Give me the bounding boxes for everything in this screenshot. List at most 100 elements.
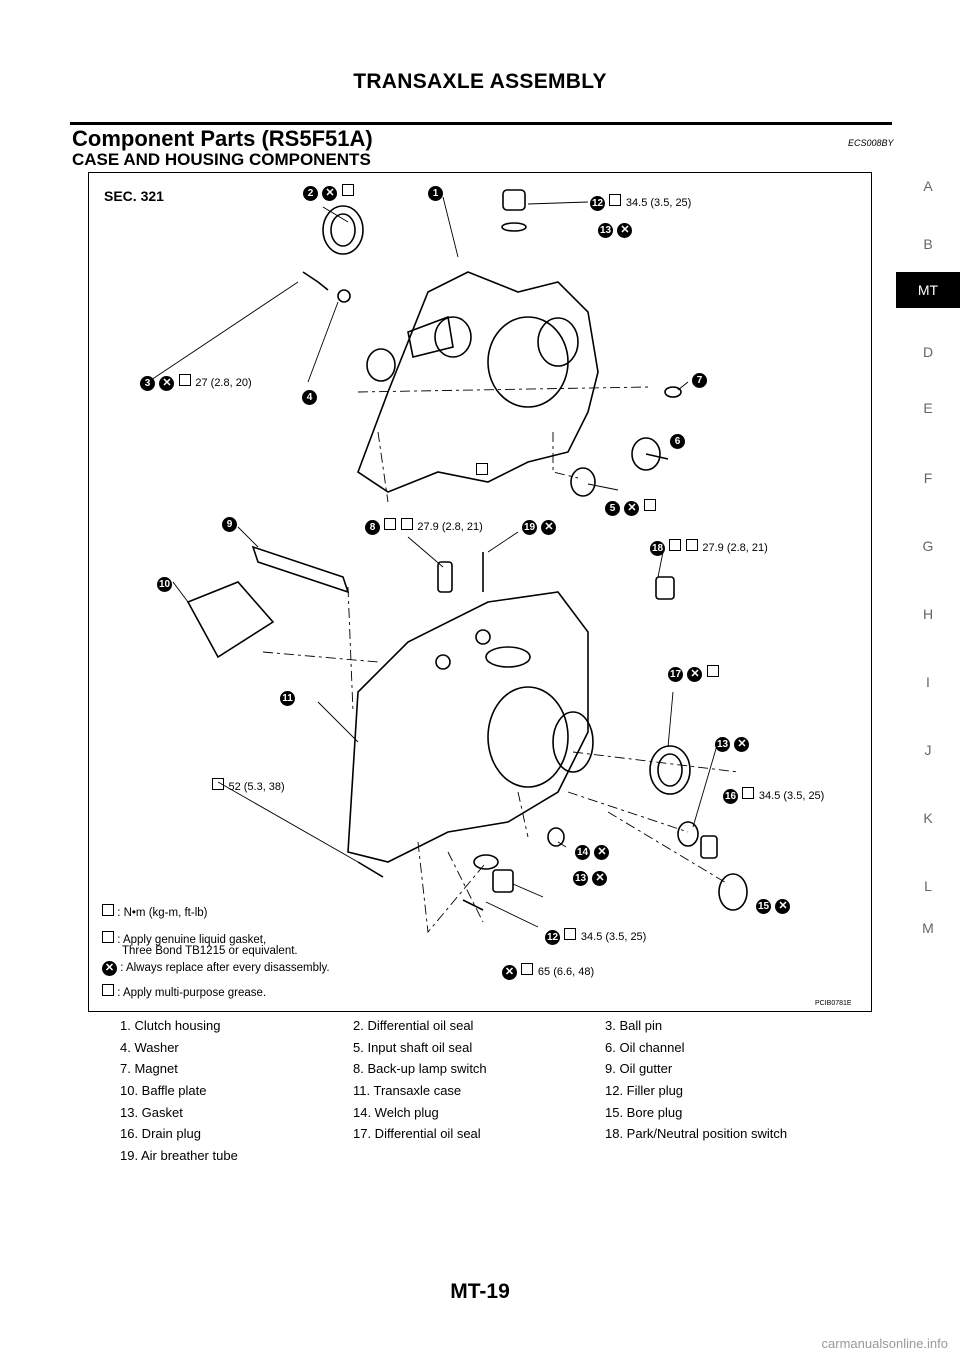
callout-11: 11 [280,688,295,706]
callout-8: 8 27.9 (2.8, 21) [365,517,483,535]
side-tab-J[interactable]: J [924,742,932,758]
callout-number: 17 [668,667,683,682]
side-tab-D[interactable]: D [922,344,934,360]
parts-cell [605,1145,860,1167]
torque-65: ✕ 65 (6.6, 48) [502,962,594,980]
torque-value: 27.9 (2.8, 21) [417,521,483,533]
parts-cell: 7. Magnet [120,1061,178,1077]
torque-icon [178,374,191,386]
parts-cell: 16. Drain plug [120,1126,201,1142]
section-code: ECS008BY [848,138,894,148]
page-title: TRANSAXLE ASSEMBLY [353,70,607,93]
parts-cell [353,1145,605,1167]
callout-number: 9 [222,517,237,532]
table-row: 7. Magnet 8. Back-up lamp switch 9. Oil … [120,1058,860,1080]
callout-12-top: 12 34.5 (3.5, 25) [590,193,691,211]
torque-icon [685,539,698,551]
parts-cell: 2. Differential oil seal [353,1018,474,1034]
callout-number: 18 [650,541,665,556]
callout-12-bottom: 12 34.5 (3.5, 25) [545,927,646,945]
callout-number: 19 [522,520,537,535]
torque-52: 52 (5.3, 38) [212,777,285,795]
callout-number: 14 [575,845,590,860]
replace-icon: ✕ [624,501,640,516]
replace-icon: ✕ [322,186,338,201]
parts-cell: 18. Park/Neutral position switch [605,1126,788,1142]
table-row: 10. Baffle plate 11. Transaxle case 12. … [120,1080,860,1102]
side-tab-B[interactable]: B [923,236,933,252]
watermark: carmanualsonline.info [821,1336,948,1351]
callout-13-right: 13 ✕ [715,734,750,752]
replace-icon: ✕ [502,965,517,980]
table-row: 16. Drain plug 17. Differential oil seal… [120,1123,860,1145]
torque-value: 34.5 (3.5, 25) [625,197,692,209]
legend-gasket: : Apply genuine liquid gasket, [102,931,266,946]
callout-number: 1 [428,186,443,201]
grease-icon [341,184,354,196]
torque-value: 34.5 (3.5, 25) [580,931,647,943]
parts-cell: 1. Clutch housing [120,1018,221,1034]
parts-cell: 19. Air breather tube [120,1147,238,1163]
replace-icon: ✕ [159,376,175,391]
title-divider [70,122,892,125]
torque-value: 27 (2.8, 20) [195,377,252,389]
parts-cell: 3. Ball pin [605,1018,663,1034]
callout-4: 4 [302,387,317,405]
callout-number: 13 [573,871,588,886]
callout-3: 3 ✕ 27 (2.8, 20) [140,373,252,391]
parts-cell: 5. Input shaft oil seal [353,1039,473,1055]
callout-number: 2 [303,186,318,201]
torque-icon [742,787,755,799]
replace-icon: ✕ [541,520,557,535]
figure-code: PCIB0781E [815,1000,852,1007]
callout-1: 1 [428,183,443,201]
liquid-gasket-icon [669,539,682,551]
side-tab-M[interactable]: M [922,920,934,936]
replace-icon: ✕ [734,737,750,752]
replace-icon: ✕ [102,961,117,976]
callout-16: 16 34.5 (3.5, 25) [723,786,824,804]
torque-icon [212,778,224,790]
callout-number: 10 [157,577,172,592]
torque-value: 34.5 (3.5, 25) [758,790,825,802]
side-tab-F[interactable]: F [923,470,933,486]
side-tab-H[interactable]: H [922,606,934,622]
side-tab-MT[interactable]: MT [896,272,960,308]
side-tab-E[interactable]: E [923,400,933,416]
grease-icon [102,984,114,996]
legend-text: : Apply genuine liquid gasket, [117,934,267,946]
gasket-mark [476,462,488,480]
table-row: 19. Air breather tube [120,1145,860,1167]
legend-text: : Apply multi-purpose grease. [117,987,267,999]
parts-cell: 6. Oil channel [605,1039,685,1055]
liquid-gasket-icon [102,931,114,943]
parts-cell: 10. Baffle plate [120,1083,207,1099]
callout-9: 9 [222,514,237,532]
transaxle-exploded-diagram [147,189,748,934]
callout-19: 19 ✕ [522,517,557,535]
liquid-gasket-icon [476,463,488,475]
side-tab-K[interactable]: K [923,810,933,826]
liquid-gasket-icon [384,518,397,530]
callout-15: 15 ✕ [756,896,791,914]
torque-value: 52 (5.3, 38) [228,781,285,793]
table-row: 1. Clutch housing 2. Differential oil se… [120,1015,860,1037]
callout-17: 17 ✕ [668,664,719,682]
callout-18: 18 27.9 (2.8, 21) [650,538,768,556]
side-tab-I[interactable]: I [926,674,930,690]
callout-number: 13 [598,223,613,238]
callout-number: 5 [605,501,620,516]
replace-icon: ✕ [592,871,608,886]
side-tab-L[interactable]: L [924,878,932,894]
callout-number: 3 [140,376,155,391]
table-row: 4. Washer 5. Input shaft oil seal 6. Oil… [120,1037,860,1059]
replace-icon: ✕ [617,223,633,238]
side-tab-A[interactable]: A [923,178,933,194]
torque-icon [521,963,534,975]
page-number: MT-19 [450,1280,510,1303]
replace-icon: ✕ [594,845,610,860]
legend-text: : Always replace after every disassembly… [120,962,330,974]
legend-torque: : N•m (kg-m, ft-lb) [102,904,207,919]
side-tab-G[interactable]: G [922,538,934,554]
callout-13-bottom: 13 ✕ [573,868,608,886]
